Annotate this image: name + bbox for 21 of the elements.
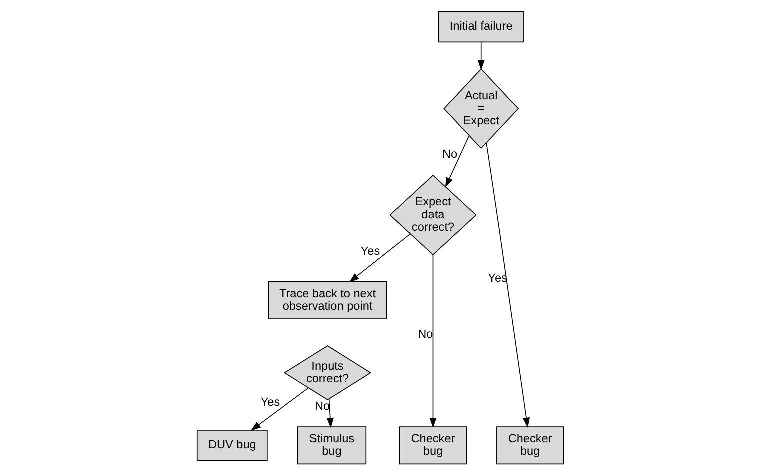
- edge-label: Yes: [260, 395, 280, 410]
- arrow: [477, 42, 484, 70]
- node-box: Checker bug: [398, 426, 466, 465]
- arrow: [326, 399, 334, 428]
- arrow: [250, 388, 308, 431]
- arrow: [444, 135, 470, 188]
- node-box: Stimulus bug: [296, 426, 366, 465]
- edge-label: No: [418, 326, 433, 341]
- edge-label: No: [442, 147, 458, 162]
- node-box: Trace back to next observation point: [268, 281, 387, 320]
- node-diamond: Expect data correct?: [389, 174, 476, 256]
- node-diamond: Actual = Expect: [443, 68, 519, 150]
- node-box: Checker bug: [496, 426, 564, 465]
- arrow: [429, 254, 436, 428]
- edge-label: Yes: [360, 244, 380, 258]
- node-box: Initial failure: [438, 11, 524, 43]
- node-diamond: Inputs correct?: [283, 346, 372, 401]
- arrow: [486, 142, 530, 428]
- edge-label: No: [314, 398, 330, 413]
- arrow: [348, 234, 410, 283]
- node-box: DUV bug: [196, 430, 268, 462]
